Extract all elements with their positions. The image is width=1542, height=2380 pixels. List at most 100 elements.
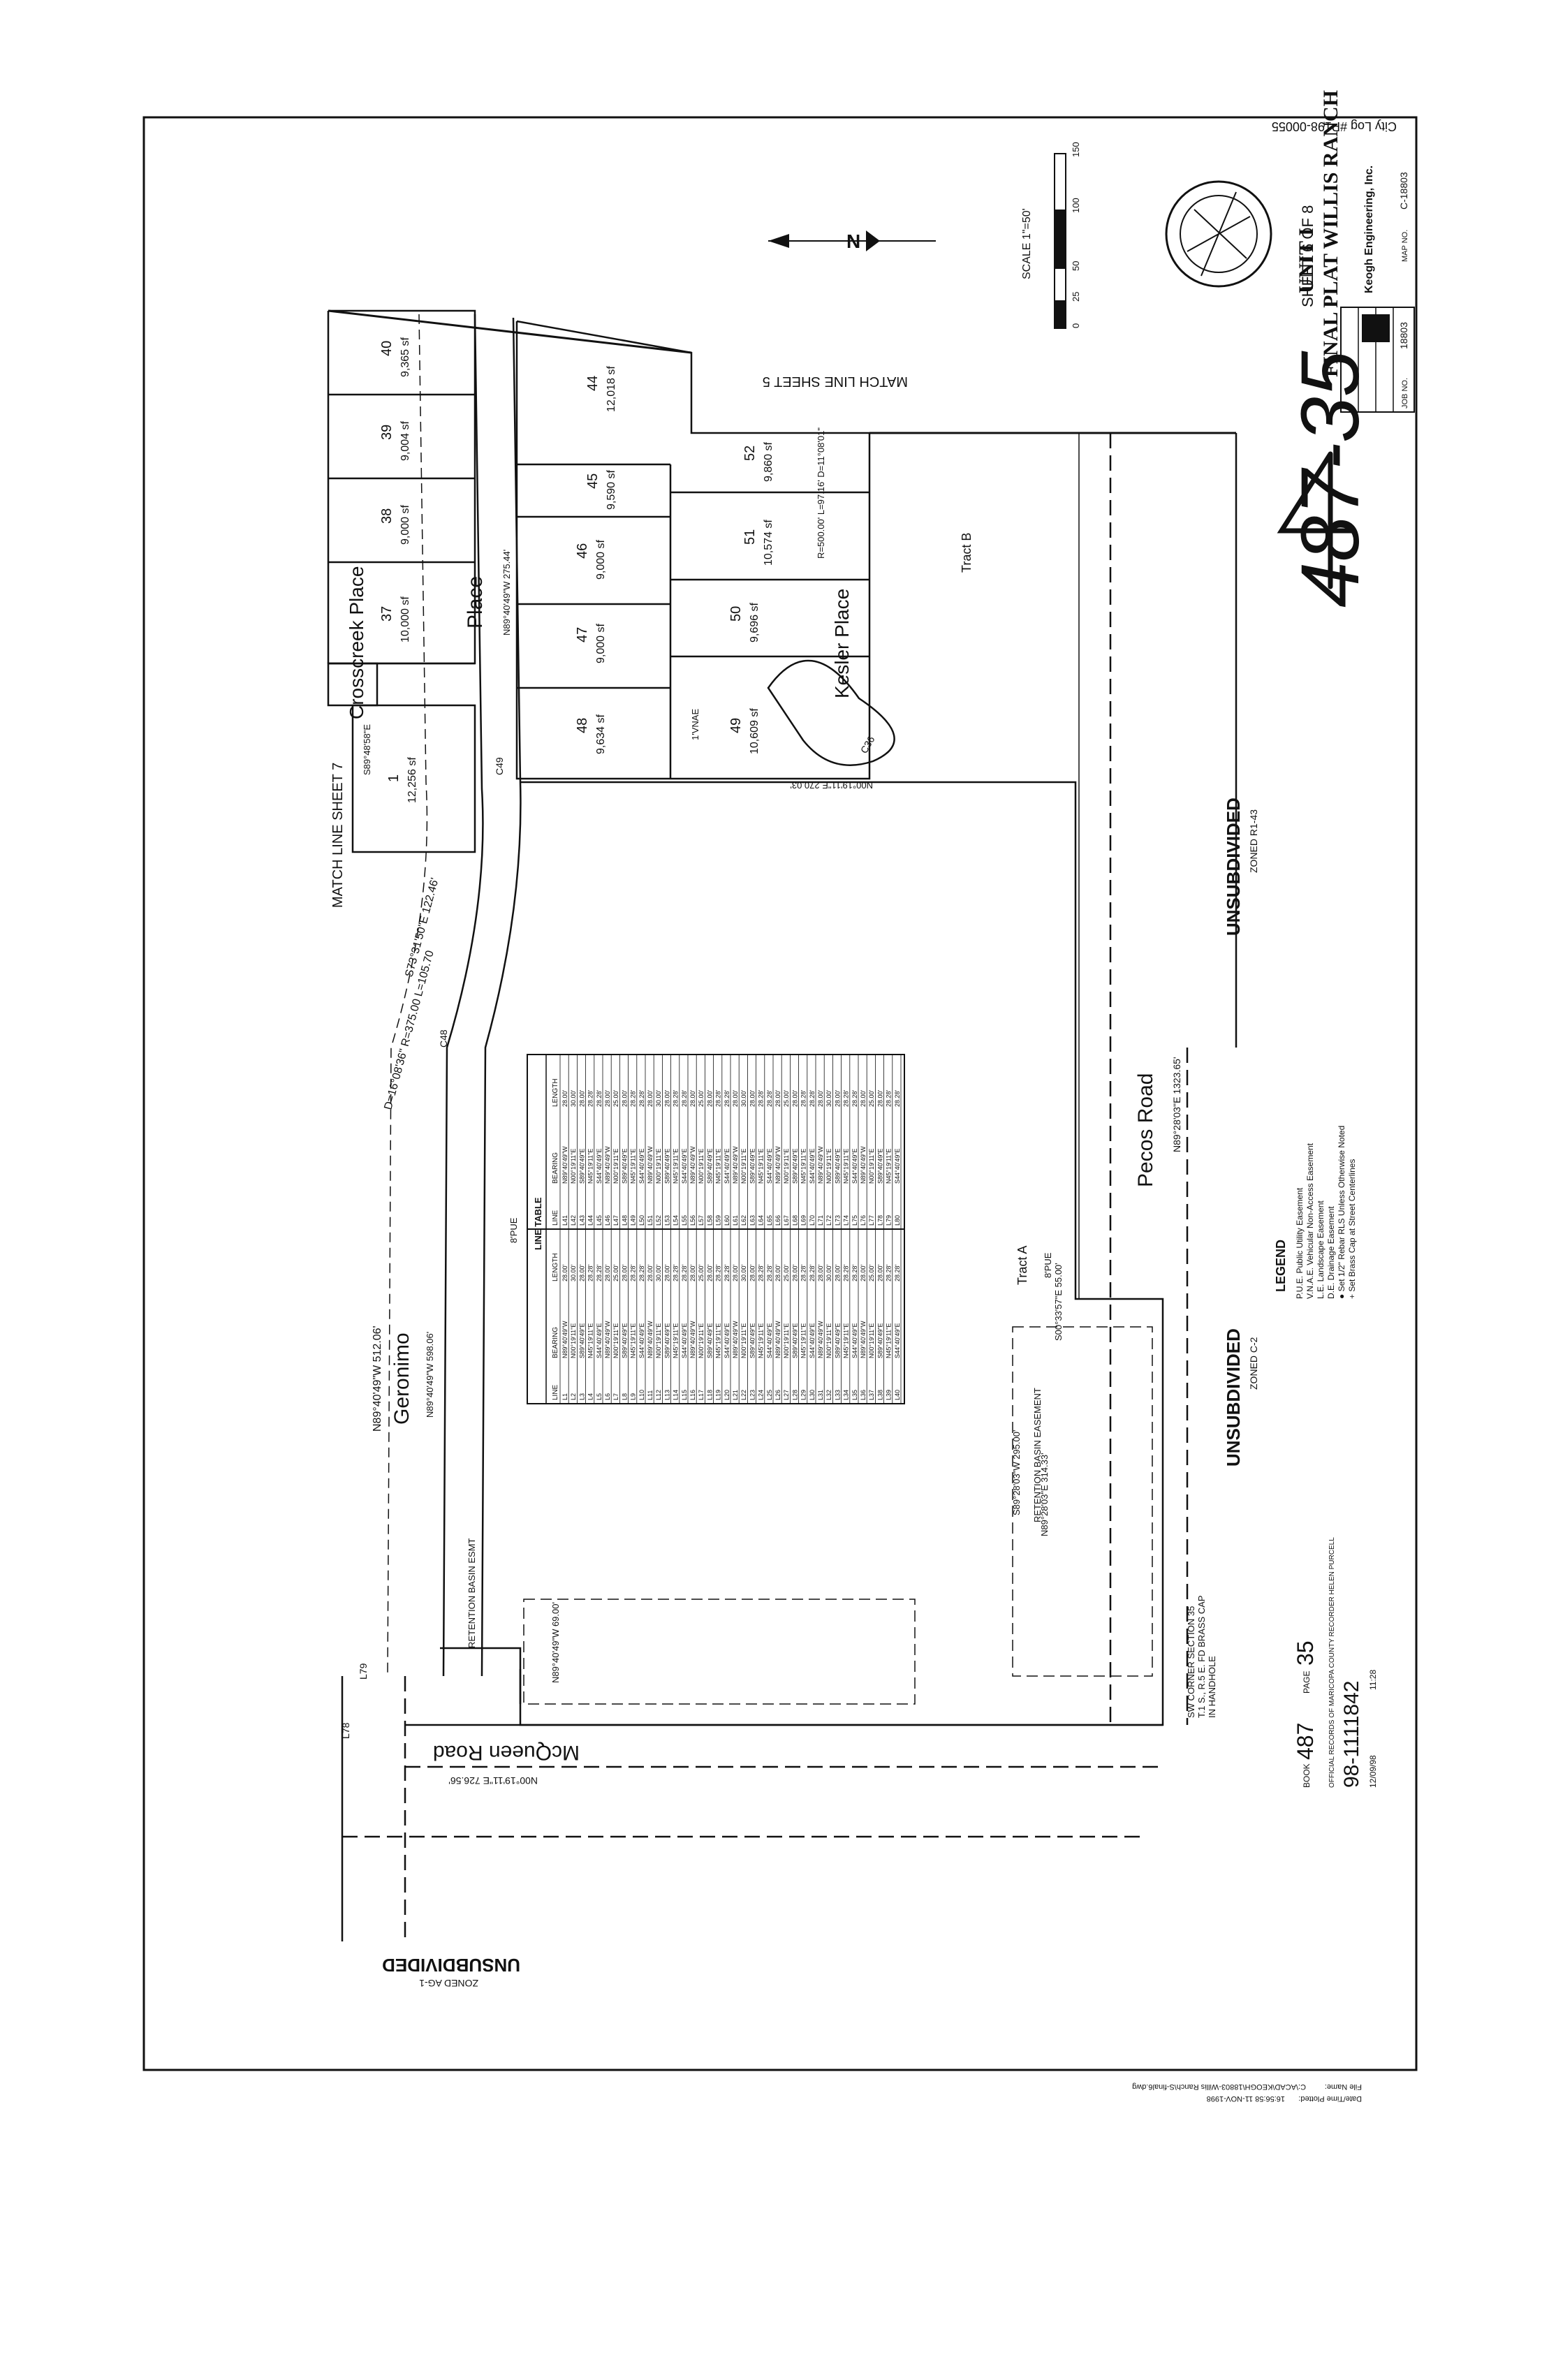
recording-date: 12/09/98: [1368, 1755, 1378, 1788]
line-table-cell: 28.00': [860, 1089, 867, 1107]
line-table-cell: L17: [698, 1390, 705, 1400]
line-table-cell: 30.00': [655, 1264, 662, 1281]
line-table-cell: 25.00': [612, 1264, 619, 1281]
line-table-cell: 28.00': [732, 1264, 739, 1281]
firm-name: Keogh Engineering, Inc.: [1363, 166, 1375, 293]
recording-page-label: PAGE: [1302, 1671, 1312, 1694]
line-table-cell: S89°40'49"E: [876, 1323, 883, 1358]
line-table-cell: L72: [825, 1215, 832, 1226]
legend: LEGEND P.U.E. Public Utility Easement V.…: [1274, 1126, 1357, 1299]
line-table-cell: N00°19'11"E: [655, 1149, 662, 1184]
line-table-cell: N45°19'11"E: [886, 1323, 893, 1358]
svg-text:9,000 sf: 9,000 sf: [399, 505, 411, 545]
line-table-cell: L52: [655, 1215, 662, 1226]
line-table-cell: 28.00': [774, 1264, 781, 1281]
bearing-retention-1: N89°28'03"E 314.33': [1039, 1453, 1050, 1536]
line-table-cell: 28.28': [809, 1089, 816, 1107]
line-table-cell: L80: [894, 1215, 901, 1226]
line-table-cell: N89°40'49"W: [604, 1146, 611, 1184]
line-table-cell: 28.00': [749, 1264, 756, 1281]
zoning-zone-1: ZONED R1-43: [1248, 809, 1259, 873]
scale-label: SCALE 1"=50': [1021, 208, 1033, 279]
line-table-cell: L54: [673, 1215, 680, 1226]
line-table-cell: L18: [706, 1390, 713, 1400]
line-table-cell: 28.00': [817, 1089, 824, 1107]
street-pecos-road: Pecos Road: [1134, 1073, 1157, 1187]
match-line-sheet-7: MATCH LINE SHEET 7: [330, 763, 346, 908]
bearing-mcqueen: N00°19'11"E 726.56': [448, 1775, 538, 1786]
bearing-east-line: N00°19'11"E 270.03': [790, 780, 873, 791]
line-table-cell: L75: [851, 1215, 858, 1226]
line-table-cell: N00°19'11"E: [655, 1323, 662, 1358]
line-table-cell: 28.28': [894, 1089, 901, 1107]
line-table-cell: N45°19'11"E: [630, 1149, 637, 1184]
line-table-cell: L68: [791, 1215, 798, 1226]
date-plotted: 16:56:58 11-NOV-1998: [1207, 2094, 1285, 2103]
line-table-cell: L78: [876, 1215, 883, 1226]
line-l78: L78: [340, 1722, 351, 1739]
svg-text:9,365 sf: 9,365 sf: [399, 337, 411, 377]
date-plotted-label: Date/Time Plotted:: [1298, 2094, 1362, 2103]
svg-text:10,000 sf: 10,000 sf: [399, 596, 411, 642]
line-table-cell: S89°40'49"E: [749, 1148, 756, 1184]
svg-text:37: 37: [379, 606, 395, 622]
line-table-cell: L37: [868, 1390, 875, 1400]
street-geronimo-place: Place: [464, 576, 487, 629]
line-table-cell: 28.00': [621, 1089, 628, 1107]
zoning-label-3: UNSUBDIVIDED: [382, 1955, 520, 1976]
line-table-cell: S44°40'49"E: [809, 1323, 816, 1358]
line-table-cell: L13: [663, 1390, 670, 1400]
line-table-cell: N00°19'11"E: [783, 1323, 790, 1358]
line-table-cell: 28.00': [732, 1089, 739, 1107]
line-table-cell: 28.28': [800, 1089, 807, 1107]
line-table-cell: 30.00': [570, 1264, 577, 1281]
legend-item-3: L.E. Landscape Easement: [1316, 1200, 1326, 1299]
line-table-cell: L71: [817, 1215, 824, 1226]
line-table-cell: S44°40'49"E: [681, 1148, 688, 1184]
line-table-cell: 28.00': [663, 1089, 670, 1107]
line-table-cell: N89°40'49"W: [561, 1321, 568, 1358]
line-table-cell: L5: [596, 1393, 603, 1400]
recording-book: 487: [1293, 1723, 1318, 1760]
svg-text:10,574 sf: 10,574 sf: [763, 520, 774, 566]
line-table-cell: S89°40'49"E: [621, 1148, 628, 1184]
line-table-cell: 28.00': [689, 1264, 696, 1281]
line-table-cell: N00°19'11"E: [612, 1149, 619, 1184]
plat-unit: UNIT I: [1295, 228, 1318, 293]
line-table-cell: N45°19'11"E: [800, 1149, 807, 1184]
title-block: City Log #P198-00055 SHEET 6 OF 8 FINAL …: [1272, 90, 1415, 413]
handwritten-annotation: 487-35: [1277, 351, 1376, 608]
line-table-cell: 28.00': [834, 1089, 841, 1107]
line-table-cell: L28: [791, 1390, 798, 1400]
line-table-cell: N89°40'49"W: [774, 1321, 781, 1358]
line-table-cell: S89°40'49"E: [791, 1323, 798, 1358]
line-table-cell: S44°40'49"E: [681, 1323, 688, 1358]
line-table-cell: L22: [740, 1390, 747, 1400]
line-table-cell: 28.28': [724, 1089, 730, 1107]
file-name: C:\ACAD\KEOGH\18803-Willis Ranch\S-final…: [1132, 2082, 1306, 2091]
line-table-cell: 28.28': [724, 1264, 730, 1281]
line-table-header-bearing: BEARING: [552, 1327, 559, 1358]
zoning-labels: UNSUBDIVIDED ZONED R1-43 UNSUBDIVIDED ZO…: [382, 798, 1259, 1989]
line-table-cell: N89°40'49"W: [732, 1321, 739, 1358]
lot-37: 37 10,000 sf: [379, 596, 411, 642]
line-table-cell: 28.28': [758, 1264, 765, 1281]
line-table-cell: 28.00': [817, 1264, 824, 1281]
line-table-cell: L35: [851, 1390, 858, 1400]
svg-text:12,018 sf: 12,018 sf: [605, 366, 617, 412]
line-table-cell: 30.00': [740, 1264, 747, 1281]
legend-item-4: D.E. Drainage Easement: [1326, 1206, 1336, 1299]
line-table-cell: L41: [561, 1215, 568, 1226]
line-table-cell: N45°19'11"E: [630, 1323, 637, 1358]
line-table-cell: N89°40'49"W: [689, 1146, 696, 1184]
line-table-cell: 28.28': [630, 1264, 637, 1281]
